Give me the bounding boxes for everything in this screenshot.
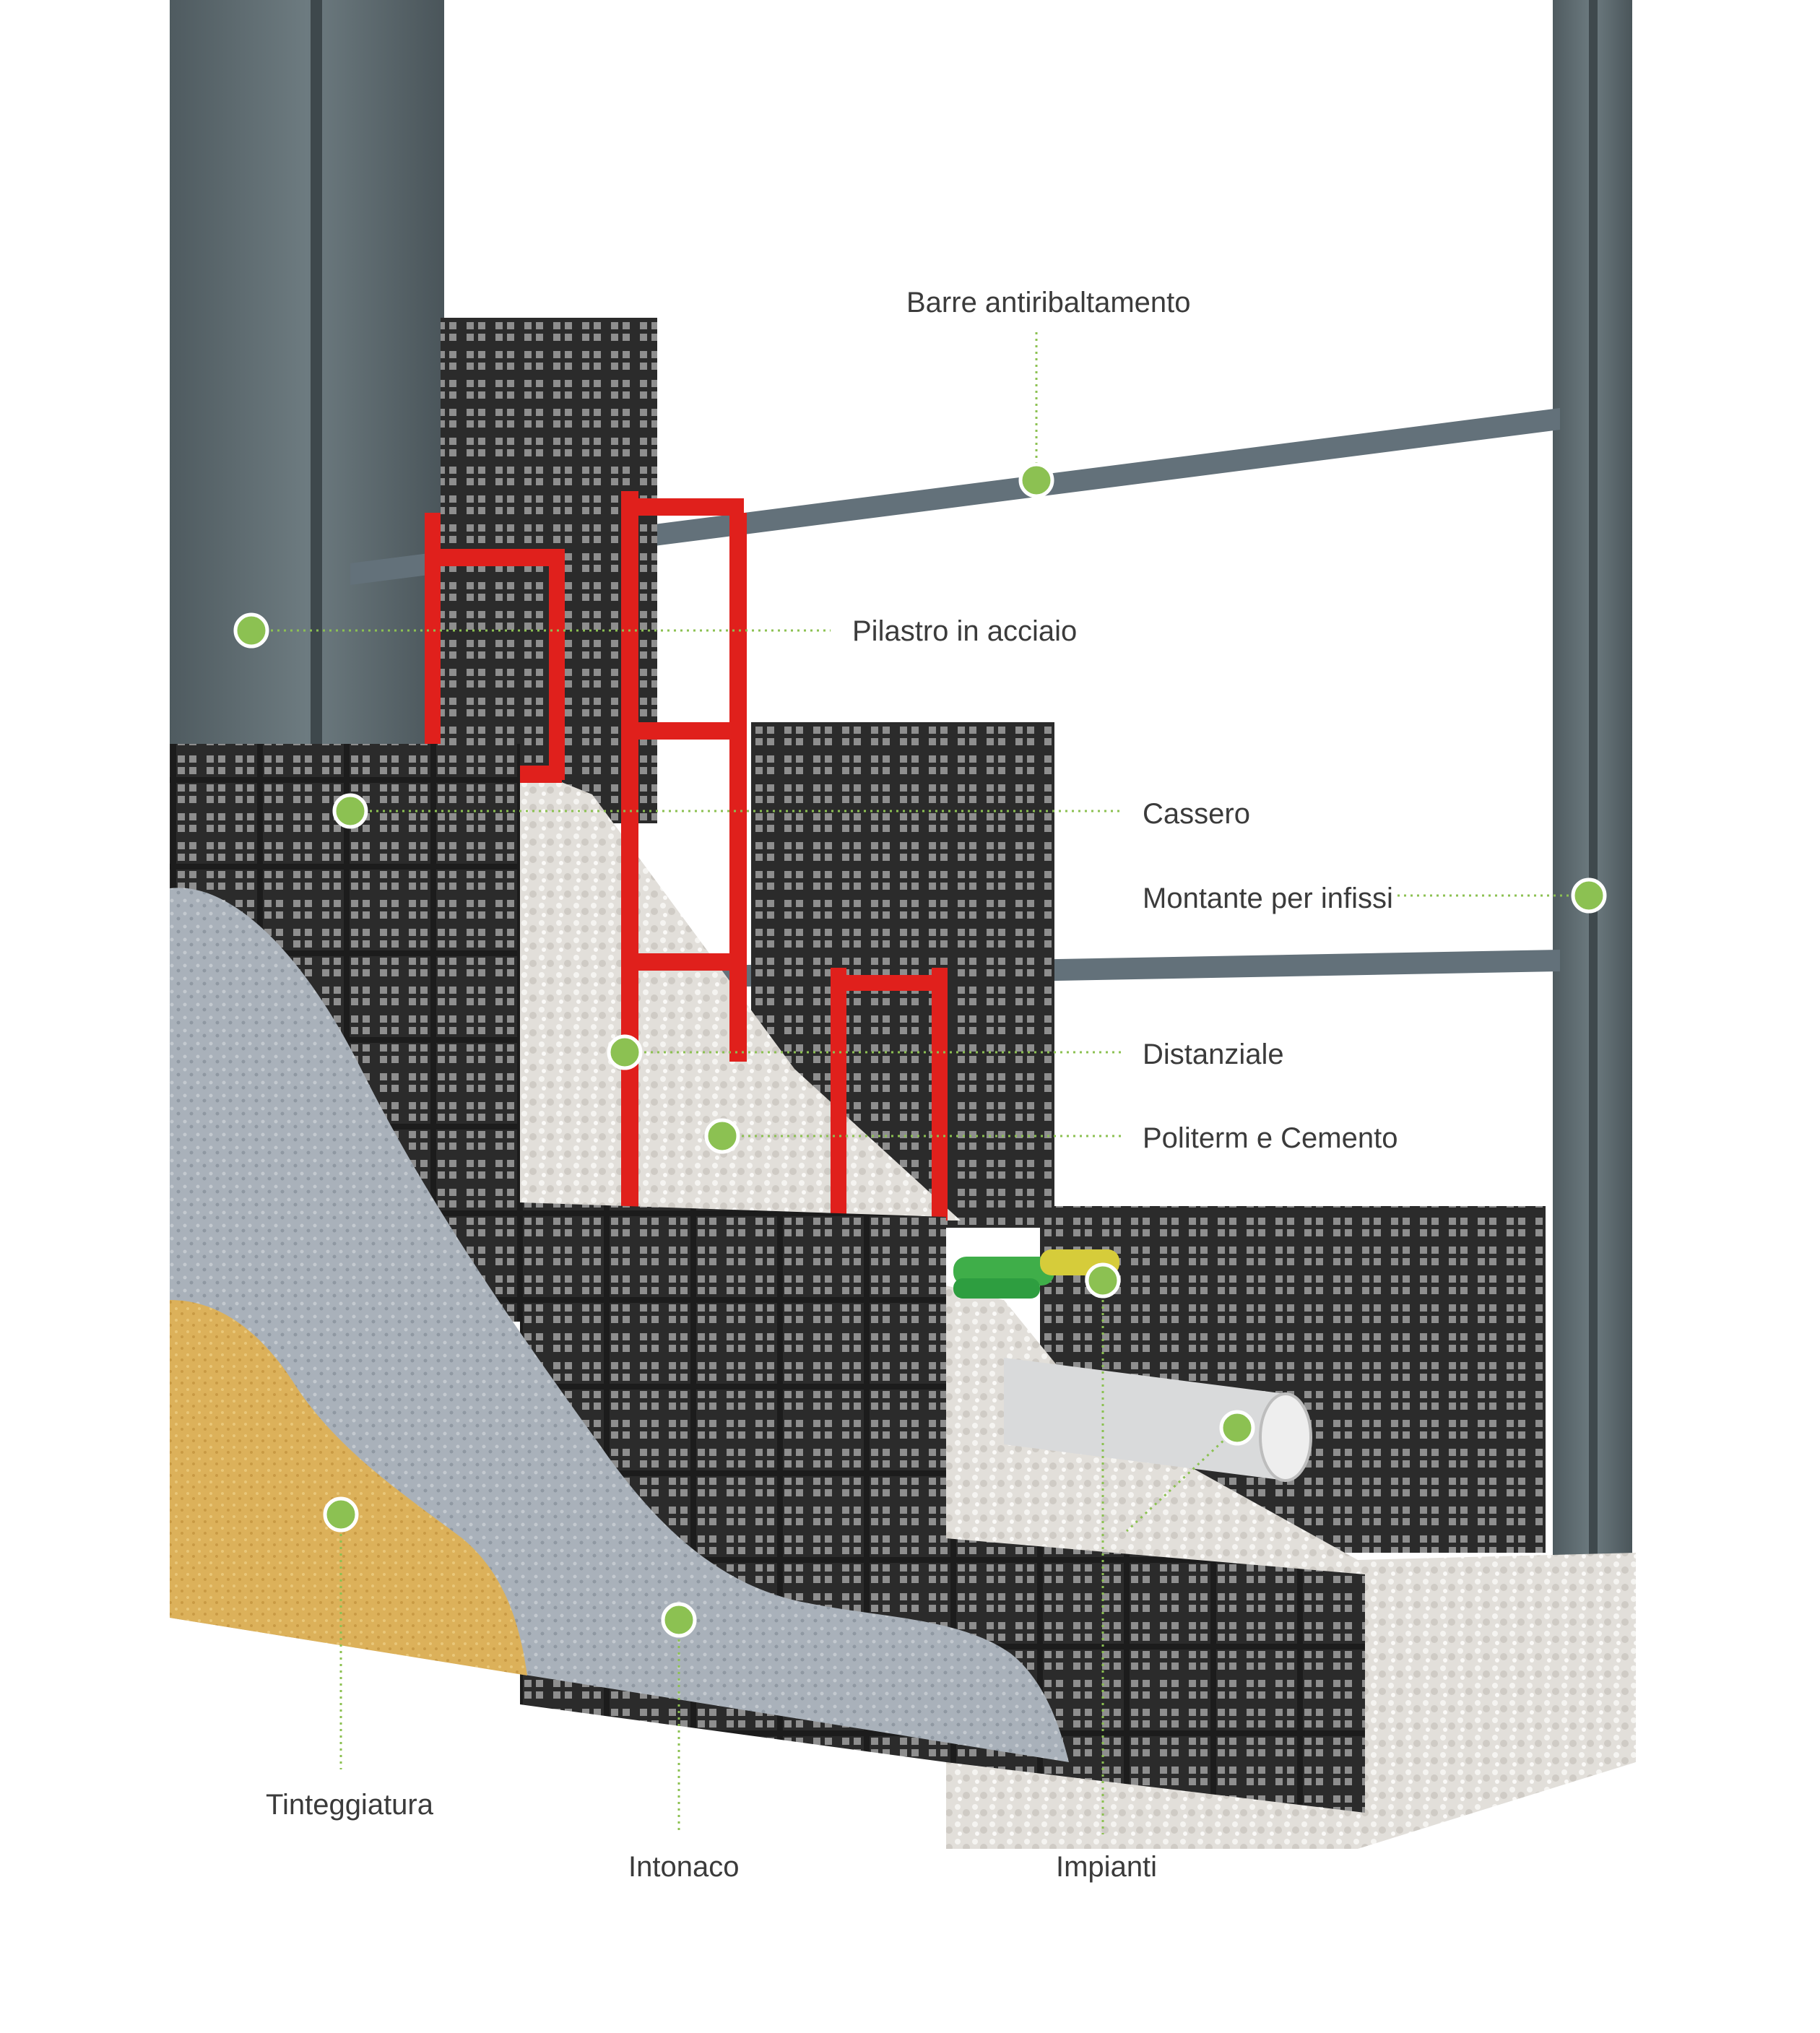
label-pilastro-in-acciaio: Pilastro in acciaio <box>852 615 1077 647</box>
marker-impianti[interactable] <box>1085 1262 1121 1299</box>
label-impianti: Impianti <box>1056 1851 1157 1883</box>
electrical-conduits <box>953 1249 1119 1299</box>
label-intonaco: Intonaco <box>628 1851 739 1883</box>
marker-distanziale[interactable] <box>607 1034 643 1070</box>
steel-column-left <box>170 0 444 766</box>
marker-intonaco[interactable] <box>661 1602 697 1638</box>
concrete-base <box>1358 1553 1636 1849</box>
window-upright-right <box>1553 0 1632 1603</box>
label-politerm-e-cemento: Politerm e Cemento <box>1143 1122 1398 1154</box>
label-distanziale: Distanziale <box>1143 1039 1284 1070</box>
label-tinteggiatura: Tinteggiatura <box>266 1789 434 1821</box>
label-barre-antiribaltamento: Barre antiribaltamento <box>906 287 1191 318</box>
marker-montante[interactable] <box>1571 877 1607 914</box>
marker-barre[interactable] <box>1018 462 1054 498</box>
marker-pipe[interactable] <box>1219 1410 1255 1446</box>
label-montante-per-infissi: Montante per infissi <box>1143 883 1393 914</box>
marker-politerm[interactable] <box>704 1118 740 1154</box>
marker-cassero[interactable] <box>332 793 368 829</box>
drain-pipe <box>1004 1358 1312 1482</box>
label-cassero: Cassero <box>1143 798 1250 830</box>
paint-layer <box>170 1300 527 1676</box>
marker-tinteggiatura[interactable] <box>323 1496 359 1533</box>
marker-pilastro[interactable] <box>233 612 269 649</box>
leader-lines <box>251 332 1589 1834</box>
